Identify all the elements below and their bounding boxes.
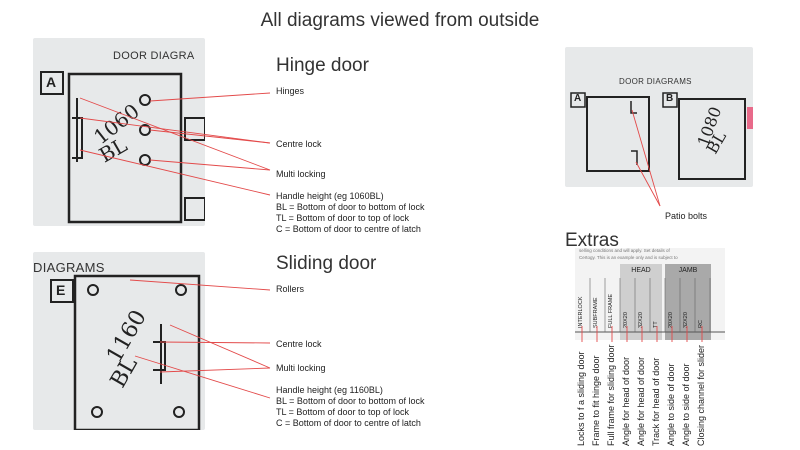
extras-desc-1: Locks to f a sliding door [576, 351, 586, 446]
hinge-photo-header: DOOR DIAGRA [113, 50, 195, 62]
extras-desc-7: Angle to side of door [666, 363, 676, 446]
sliding-handle-height-line-2: BL = Bottom of door to bottom of lock [276, 395, 425, 406]
patio-bolts-label: Patio bolts [665, 211, 708, 221]
sliding-door-heading: Sliding door [276, 253, 377, 274]
hinge-handle-height-line-4: C = Bottom of door to centre of latch [276, 223, 421, 234]
hinge-door-heading: Hinge door [276, 55, 369, 76]
extras-heading: Extras [565, 230, 619, 251]
hinge-handle-height-notes: Handle height (eg 1060BL) BL = Bottom of… [276, 191, 425, 235]
sliding-door-photo: DIAGRAMS E 1160 BL [33, 252, 205, 430]
hinge-multi-locking-label: Multi locking [276, 169, 326, 179]
sliding-handle-height-line-4: C = Bottom of door to centre of latch [276, 417, 421, 428]
extras-group-head-label: HEAD [631, 267, 651, 274]
sliding-centre-lock-label: Centre lock [276, 339, 322, 349]
sliding-door-sketch [50, 274, 201, 430]
extras-fine-print-1: selling conditions and will apply. Set d… [579, 248, 670, 253]
extras-desc-9: Closing channel for slider [696, 344, 706, 446]
extras-desc-2: Frame to fit hinge door [591, 355, 601, 446]
hinge-door-photo: DOOR DIAGRA A 1060 BL [33, 38, 205, 226]
hinge-centre-lock-label: Centre lock [276, 139, 322, 149]
hinges-label: Hinges [276, 86, 305, 96]
patio-box-letter-b: B [666, 93, 674, 104]
extras-desc-8: Angle to side of door [681, 363, 691, 446]
hinge-photo-box-letter: A [46, 74, 57, 90]
hinge-handle-height-line-1: Handle height (eg 1060BL) [276, 191, 384, 201]
extras-group-jamb-label: JAMB [678, 267, 698, 274]
extras-grid-lines [575, 278, 725, 333]
sliding-handle-height-line-3: TL = Bottom of door to top of lock [276, 406, 409, 417]
patio-box-letter-a: A [574, 93, 582, 104]
extras-desc-5: Angle for head of door [636, 356, 646, 446]
sliding-photo-box-letter: E [56, 282, 66, 298]
extras-group-jamb: JAMB [665, 264, 711, 340]
extras-desc-3: Full frame for sliding door [606, 344, 616, 446]
patio-door-sketch [570, 92, 753, 180]
extras-table: selling conditions and will apply. Set d… [575, 248, 725, 340]
hinge-door-sketch [40, 71, 205, 224]
patio-door-photo: DOOR DIAGRAMS A B 1080 BL [565, 47, 753, 187]
extras-fine-print-2: Certogy. This is an example only and is … [579, 255, 678, 260]
hinge-handle-height-line-2: BL = Bottom of door to bottom of lock [276, 201, 425, 212]
sliding-photo-header: DIAGRAMS [33, 260, 105, 275]
patio-photo-header: DOOR DIAGRAMS [619, 77, 692, 86]
sliding-handle-height-line-1: Handle height (eg 1160BL) [276, 385, 383, 395]
extras-desc-4: Angle for head of door [621, 356, 631, 446]
extras-desc-6: Track for head of door [651, 357, 661, 446]
hinge-handle-height-line-3: TL = Bottom of door to top of lock [276, 212, 409, 223]
sliding-multi-locking-label: Multi locking [276, 363, 326, 373]
rollers-label: Rollers [276, 284, 305, 294]
sliding-handle-height-notes: Handle height (eg 1160BL) BL = Bottom of… [276, 385, 425, 429]
page-title: All diagrams viewed from outside [260, 10, 540, 31]
